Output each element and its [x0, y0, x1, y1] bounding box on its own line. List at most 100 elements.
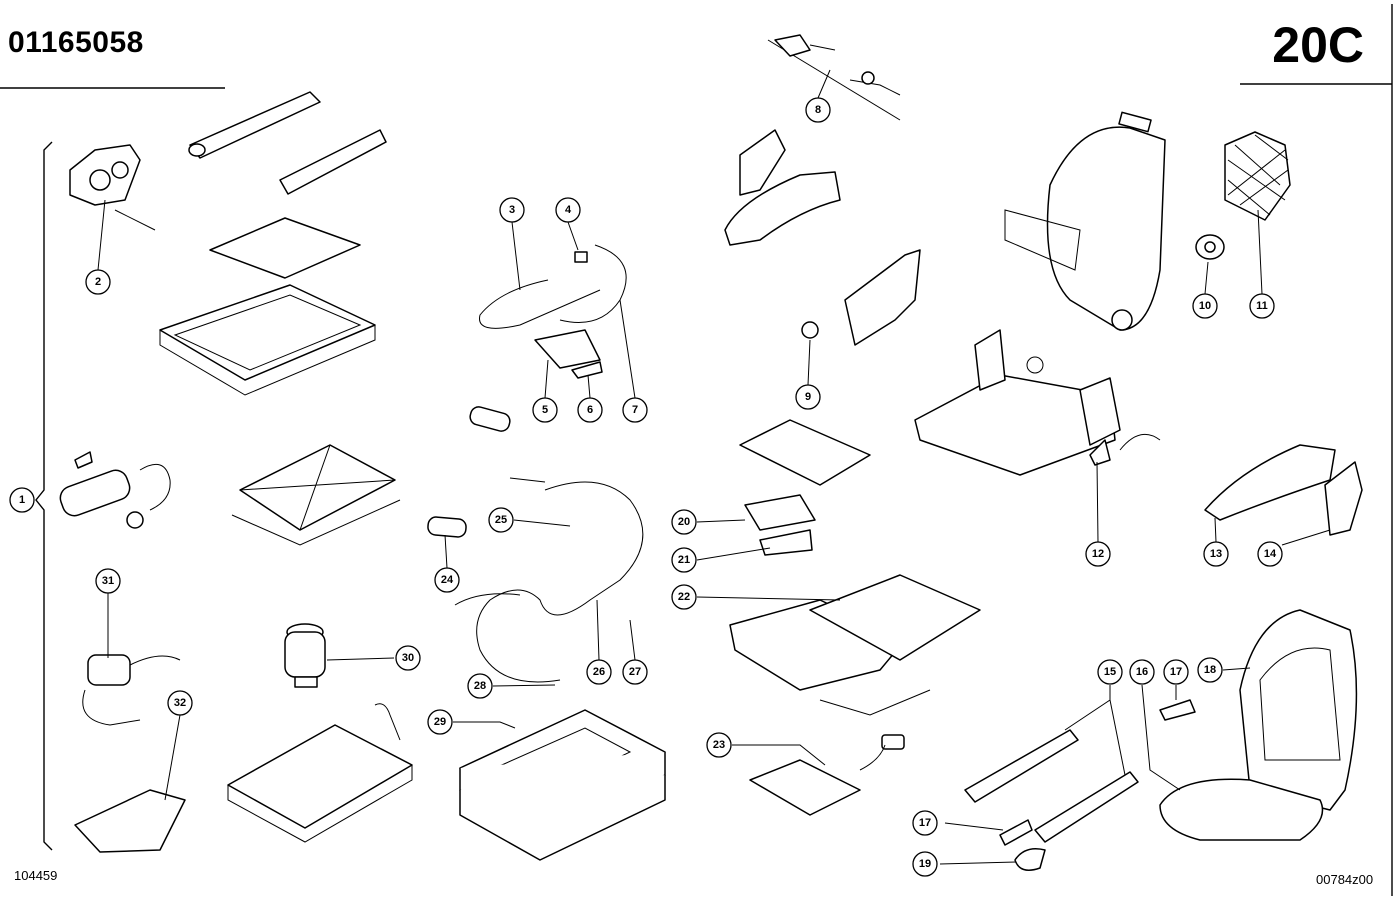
part-9-recline-mechanism	[801, 249, 921, 346]
callout-21: 21	[671, 547, 697, 573]
part-19-lever-cap	[1014, 848, 1046, 871]
callout-24-label: 24	[441, 574, 454, 586]
part-10-knob	[1195, 234, 1225, 260]
leader-lines	[97, 69, 1331, 865]
callout-2-label: 2	[95, 276, 101, 288]
seat-cushion-supports	[729, 419, 981, 716]
seat-pan-frame	[914, 329, 1121, 476]
callout-2: 2	[85, 269, 111, 295]
callout-27: 27	[622, 659, 648, 685]
callout-25: 25	[488, 507, 514, 533]
part-23-switch-plate	[749, 734, 905, 816]
callout-27-label: 27	[629, 666, 641, 678]
callout-23-label: 23	[713, 739, 725, 751]
slide-rails	[188, 91, 387, 195]
wiring-harness	[454, 477, 644, 683]
callout-10: 10	[1192, 293, 1218, 319]
callout-18: 18	[1197, 657, 1223, 683]
callout-32: 32	[167, 690, 193, 716]
callout-17-lower: 17	[912, 810, 938, 836]
callout-14: 14	[1257, 541, 1283, 567]
part-2-adjuster	[69, 144, 156, 231]
callout-20-label: 20	[678, 516, 690, 528]
callout-29-label: 29	[434, 716, 446, 728]
callout-25-label: 25	[495, 514, 507, 526]
callout-9: 9	[795, 384, 821, 410]
callout-3: 3	[499, 197, 525, 223]
seat-upholstery	[1159, 609, 1358, 841]
callout-31: 31	[95, 568, 121, 594]
cables-3-7	[479, 244, 627, 379]
callout-7: 7	[622, 397, 648, 423]
callout-13: 13	[1203, 541, 1229, 567]
callout-22-label: 22	[678, 591, 690, 603]
callout-32-label: 32	[174, 697, 186, 709]
part-number-title: 01165058	[8, 26, 144, 59]
callout-1: 1	[9, 487, 35, 513]
callout-4-label: 4	[565, 204, 572, 216]
part-17-bracket	[999, 699, 1196, 846]
callout-17-upper-label: 17	[1170, 666, 1182, 678]
shock-absorber	[59, 451, 171, 529]
callout-13-label: 13	[1210, 548, 1222, 560]
callout-5-label: 5	[542, 404, 548, 416]
callout-15: 15	[1097, 659, 1123, 685]
section-code: 20C	[1272, 17, 1364, 73]
callout-3-label: 3	[509, 204, 515, 216]
part-30-air-spring	[284, 623, 326, 688]
part-12-bracket	[1089, 433, 1161, 466]
callout-16-label: 16	[1136, 666, 1148, 678]
callout-6-label: 6	[587, 404, 593, 416]
part-illustrations	[59, 34, 1363, 871]
callout-17-upper: 17	[1163, 659, 1189, 685]
part-15-rails	[964, 729, 1139, 843]
callout-11-label: 11	[1256, 300, 1268, 312]
callout-6: 6	[577, 397, 603, 423]
right-armrest	[1204, 444, 1363, 536]
callout-10-label: 10	[1199, 300, 1211, 312]
drawing-code: 00784z00	[1316, 872, 1374, 887]
callout-12: 12	[1085, 541, 1111, 567]
callout-7-label: 7	[632, 404, 638, 416]
callout-24: 24	[434, 567, 460, 593]
callout-1-label: 1	[19, 494, 25, 506]
callout-16: 16	[1129, 659, 1155, 685]
callout-30-label: 30	[402, 652, 414, 664]
part-29-cushion-box	[459, 709, 666, 861]
callout-26-label: 26	[593, 666, 605, 678]
callout-23: 23	[706, 732, 732, 758]
left-armrest	[724, 129, 841, 246]
scissor-frame	[231, 444, 401, 546]
callout-28-label: 28	[474, 680, 486, 692]
callout-19-label: 19	[919, 858, 931, 870]
callout-29: 29	[427, 709, 453, 735]
part-31-compressor	[82, 654, 181, 726]
callout-11: 11	[1249, 293, 1275, 319]
callout-31-label: 31	[102, 575, 114, 587]
part-8-lever	[774, 34, 901, 96]
callout-26: 26	[586, 659, 612, 685]
callout-8: 8	[805, 97, 831, 123]
callout-19: 19	[912, 851, 938, 877]
document-reference: 104459	[14, 868, 58, 883]
callout-8-label: 8	[815, 104, 821, 116]
part-32-bag	[74, 789, 186, 853]
backrest-frame	[1004, 111, 1166, 331]
callout-14-label: 14	[1264, 548, 1277, 560]
callout-12-label: 12	[1092, 548, 1104, 560]
part-11-lumbar-net	[1224, 131, 1291, 221]
base-plate-assembly	[159, 217, 376, 396]
callouts: 1 2 3 4 5 6 7 8 9 10 11 12 13 14 15 16 1…	[9, 97, 1283, 877]
callout-20: 20	[671, 509, 697, 535]
callout-9-label: 9	[805, 391, 811, 403]
callout-21-label: 21	[678, 554, 690, 566]
callout-5: 5	[532, 397, 558, 423]
lower-base-frame	[227, 703, 413, 843]
callout-28: 28	[467, 673, 493, 699]
callout-15-label: 15	[1104, 666, 1116, 678]
callout-18-label: 18	[1204, 664, 1216, 676]
callout-22: 22	[671, 584, 697, 610]
callout-17-lower-label: 17	[919, 817, 931, 829]
